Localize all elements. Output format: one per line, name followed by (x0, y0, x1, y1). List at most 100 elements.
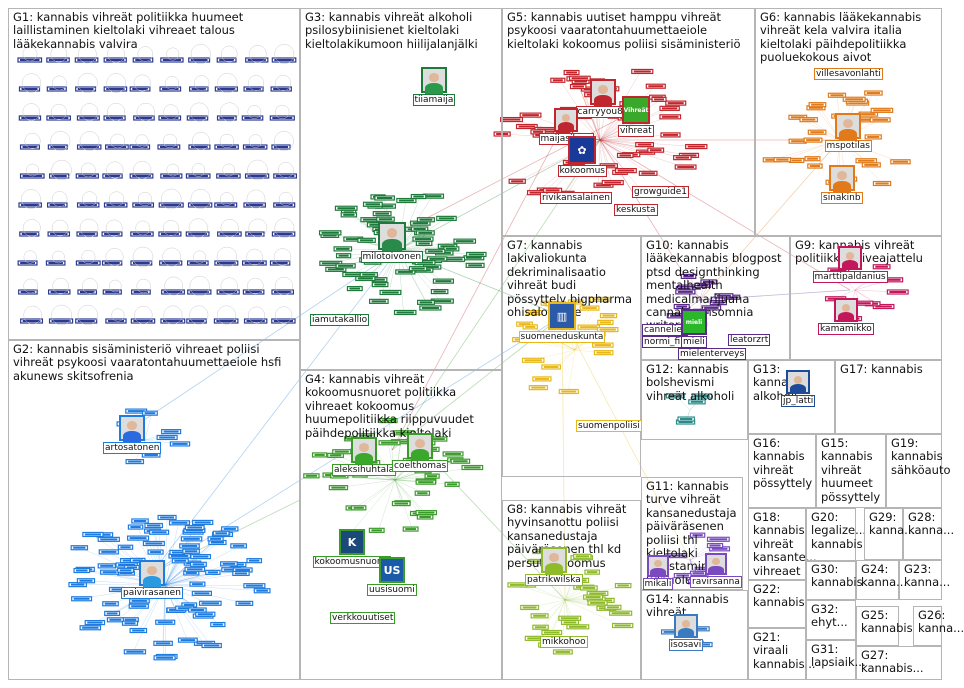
node-label-mark (49, 88, 65, 90)
node-label-mark (157, 621, 173, 624)
hub-label: iamutakallio (310, 314, 370, 326)
node-label-mark (359, 434, 373, 437)
node-label-mark (683, 275, 694, 278)
hub-label: milotoivonen (360, 251, 424, 263)
node-label-mark (70, 583, 85, 586)
group-panel-g23: G23: kanna... (899, 560, 950, 600)
profile-avatar (838, 246, 862, 271)
node-label-mark (704, 306, 719, 309)
node-label-mark (190, 204, 210, 206)
edge (599, 139, 851, 291)
node-label-mark (73, 546, 86, 549)
self-loop (78, 44, 97, 64)
node-label-mark (555, 650, 571, 653)
shoulder-shape (789, 384, 807, 395)
node-label-mark (378, 205, 394, 208)
node-label-mark (394, 502, 409, 505)
group-panel-g12: G12: kannabis bolshevismi vihreät alkoho… (641, 360, 748, 440)
node-label-mark (619, 154, 631, 157)
self-loop (216, 246, 238, 268)
hub-label: sinakinb (821, 192, 863, 204)
node-label-mark (78, 262, 99, 264)
node-label-mark (663, 630, 676, 633)
node-label-mark (586, 571, 598, 574)
hub-label: suomenpoliisi (576, 420, 642, 432)
node-label-mark (245, 291, 262, 293)
node-label-mark (344, 273, 362, 276)
group-title: G1: kannabis vihreät politiikka huumeet … (13, 10, 244, 51)
edge (164, 584, 264, 591)
profile-avatar (834, 298, 858, 323)
self-loop (82, 278, 98, 294)
node-label-mark (568, 625, 587, 628)
node-label-mark (677, 290, 693, 293)
self-loop (107, 45, 125, 63)
node-label-mark (599, 321, 612, 324)
node-label-mark (861, 113, 876, 116)
node-label-mark (395, 431, 412, 434)
node-label-mark (872, 118, 889, 121)
group-title: G21: viraali kannabis... (753, 630, 816, 671)
node-label-mark (160, 233, 179, 235)
node-label-mark (852, 118, 871, 121)
node-label-mark (530, 560, 541, 563)
node-label-mark (338, 254, 349, 257)
shoulder-shape (544, 562, 564, 574)
edge (394, 479, 420, 514)
node-label-mark (371, 300, 387, 303)
node-label-mark (160, 516, 175, 519)
group-title: G25: kannabis (861, 608, 913, 636)
hub-label: isosavi (668, 639, 704, 651)
group-panel-g2: G2: kannabis sisäministeriö vihreaet pol… (8, 340, 300, 680)
group-panel-g4: G4: kannabis vihreät kokoomusnuoret poli… (300, 370, 502, 680)
node-label-mark (411, 267, 425, 270)
node-label-mark (104, 233, 120, 235)
node-label-mark (572, 85, 584, 88)
shoulder-shape (142, 575, 162, 587)
node-label-mark (875, 265, 888, 268)
profile-avatar (421, 67, 447, 94)
hub-label: leatorzrt (728, 334, 771, 346)
node-label-mark (124, 622, 136, 625)
self-loop (248, 218, 268, 238)
self-loop (248, 45, 267, 63)
self-loop (133, 74, 151, 92)
self-loop (191, 163, 206, 177)
self-loop (81, 191, 98, 207)
node-label-mark (425, 195, 442, 198)
self-loop (189, 275, 210, 297)
edge (568, 349, 576, 392)
node-label-mark (602, 164, 616, 167)
node-label-mark (561, 390, 577, 393)
hub-label: verkkouutiset (330, 612, 396, 624)
self-loop (193, 250, 207, 264)
node-label-mark (545, 189, 560, 192)
hub-label: normi_fi (642, 336, 683, 348)
node-label-mark (78, 175, 97, 177)
node-label-mark (670, 314, 686, 317)
group-panel-g24: G24: kanna... (856, 560, 908, 600)
node-label-mark (188, 233, 207, 235)
group-panel-g22: G22: kannabis (748, 580, 806, 628)
edge (599, 116, 618, 141)
edge (391, 109, 637, 237)
node-label-mark (256, 589, 268, 592)
node-label-mark (695, 627, 708, 630)
node-label-mark (51, 175, 67, 177)
node-label-mark (418, 481, 434, 484)
node-label-mark (133, 519, 147, 522)
node-label-mark (201, 602, 220, 605)
group-title: G26: kanna... (918, 608, 964, 636)
hub-label: vihreat (618, 125, 654, 137)
group-title: G24: kanna... (861, 562, 908, 590)
node-label-mark (427, 250, 443, 253)
node-label-mark (692, 572, 705, 575)
hub-label: kokoomusnuoret (312, 556, 392, 568)
node-label-mark (776, 158, 789, 161)
profile-avatar (119, 415, 145, 442)
self-loop (163, 104, 179, 120)
self-loop (248, 75, 264, 91)
shoulder-shape (381, 238, 403, 251)
node-label-mark (362, 273, 376, 276)
node-label-mark (21, 117, 39, 119)
